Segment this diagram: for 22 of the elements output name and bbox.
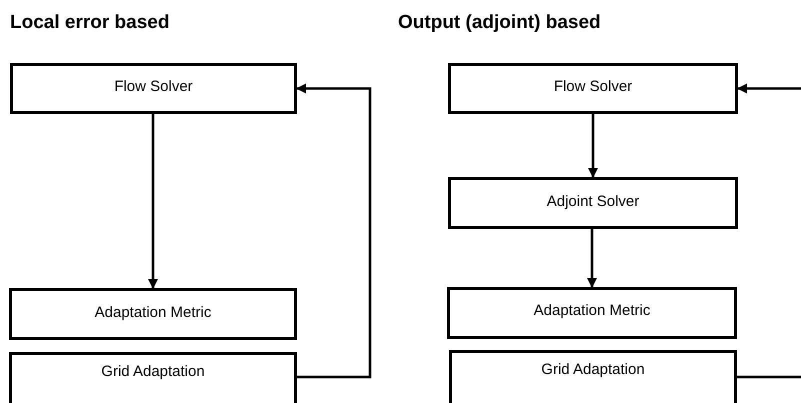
column-heading: Output (adjoint) based <box>398 12 601 34</box>
process-box <box>448 63 738 114</box>
box-label: Grid Adaptation <box>100 363 206 380</box>
box-label: Adaptation Metric <box>94 304 212 321</box>
arrow <box>587 229 597 288</box>
process-box <box>447 287 737 339</box>
arrow <box>148 114 158 289</box>
connector-line <box>737 376 801 378</box>
box-label: Flow Solver <box>552 78 634 95</box>
process-box <box>9 288 297 340</box>
process-box <box>10 63 297 114</box>
box-label: Adjoint Solver <box>546 193 640 210</box>
box-label: Adaptation Metric <box>532 302 652 319</box>
arrow <box>737 84 801 94</box>
box-label: Flow Solver <box>113 78 194 95</box>
column-heading: Local error based <box>10 12 170 34</box>
process-box <box>9 352 297 403</box>
box-label: Grid Adaptation <box>540 361 646 378</box>
process-box <box>448 177 738 229</box>
arrow <box>588 114 598 178</box>
process-box <box>449 350 737 403</box>
arrow <box>296 84 372 378</box>
